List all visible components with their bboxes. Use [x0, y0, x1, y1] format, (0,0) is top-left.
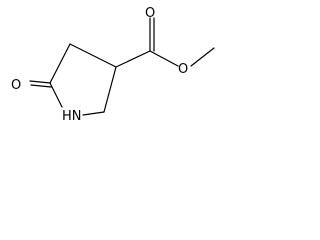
ketone-oxygen-label: O: [11, 78, 21, 93]
ester-oxygen-label: O: [178, 62, 188, 77]
methyl-bond: [190, 47, 215, 67]
ketone-bond-2: [30, 84, 52, 88]
ring-to-ester-bond: [115, 50, 151, 68]
ring-bond-n-c5: [49, 82, 63, 108]
molecule-diagram: O HN O O: [11, 6, 215, 124]
carbonyl-oxygen-label: O: [145, 6, 155, 21]
ring-nitrogen-label: HN: [62, 109, 82, 124]
structure-canvas: O HN O O: [0, 0, 220, 126]
ring-bond-c2-n: [82, 111, 105, 116]
ring-bond-c5-c4: [49, 43, 71, 84]
ring-bond-c4-c3: [69, 43, 117, 68]
ring-bond-c3-c2: [103, 66, 117, 113]
ester-single-bond: [149, 50, 179, 67]
ketone-bond-1: [29, 80, 51, 84]
